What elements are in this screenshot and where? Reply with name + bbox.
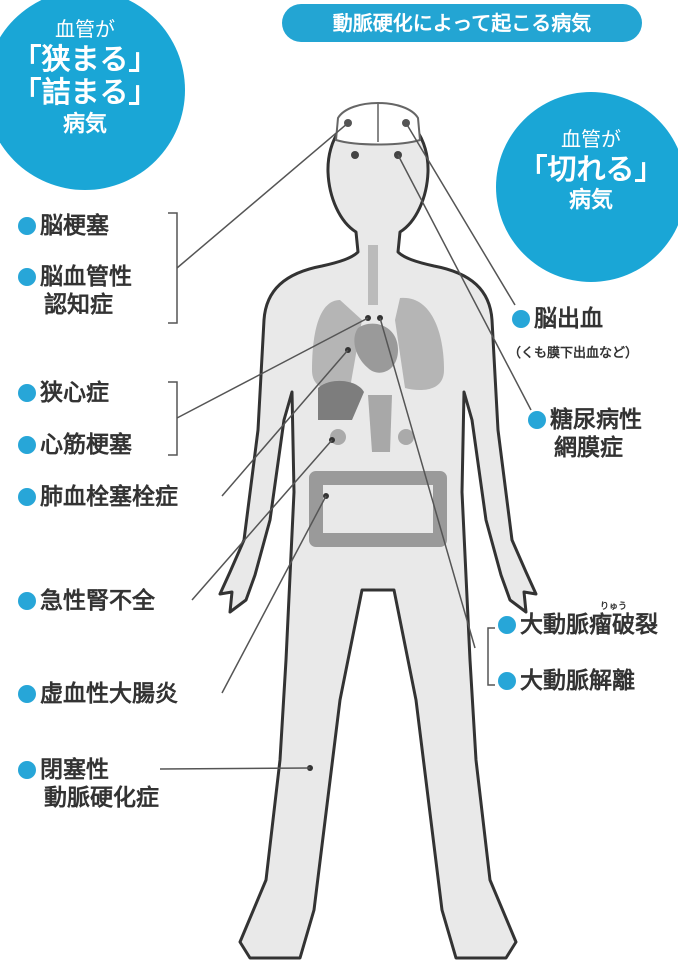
label-aortic-dissection: 大動脈解離 <box>498 668 635 696</box>
label-cerebral-infarction: 脳梗塞 <box>18 213 109 241</box>
circle-left-line4: 病気 <box>62 111 107 137</box>
brain-icon <box>334 102 422 146</box>
label-text-line2: 認知症 <box>44 291 113 318</box>
label-diabetic-retinopathy: 糖尿病性 網膜症 <box>528 407 642 462</box>
leader-lines <box>159 122 532 770</box>
label-text: 脳出血 <box>534 306 603 332</box>
circle-right-line3: 病気 <box>568 188 613 214</box>
label-text: 脳梗塞 <box>40 213 109 239</box>
label-acute-renal-failure: 急性腎不全 <box>18 588 155 616</box>
bullet-dot <box>18 761 36 779</box>
bullet-dot <box>18 217 36 235</box>
label-text-line2: 動脈硬化症 <box>44 784 159 811</box>
narrowing-blockage-circle: 血管が 「狭まる」 「詰まる」 病気 <box>0 0 185 190</box>
bullet-dot <box>18 268 36 286</box>
bullet-dot <box>498 616 516 634</box>
label-myocardial-infarction: 心筋梗塞 <box>18 432 132 460</box>
label-text: 大動脈解離 <box>520 668 635 694</box>
label-text-line2: 網膜症 <box>554 434 623 461</box>
label-text: 大動脈瘤破裂 <box>520 612 658 638</box>
label-pulmonary-embolism: 肺血栓塞栓症 <box>18 484 178 512</box>
label-text: 脳血管性 <box>40 264 132 290</box>
bullet-dot <box>498 672 516 690</box>
bullet-dot <box>512 310 530 328</box>
label-cerebral-hemorrhage: 脳出血 <box>512 306 603 334</box>
bullet-dot <box>18 384 36 402</box>
label-text: 狭心症 <box>40 380 109 406</box>
bullet-dot <box>528 411 546 429</box>
organs-icon <box>307 245 447 771</box>
bullet-dot <box>18 436 36 454</box>
label-vascular-dementia: 脳血管性 認知症 <box>18 264 132 319</box>
label-text: 糖尿病性 <box>550 407 642 433</box>
label-aortic-aneurysm-rupture: 大動脈瘤破裂 <box>498 612 678 640</box>
circle-right-line2: 「切れる」 <box>518 152 664 186</box>
label-text: 虚血性大腸炎 <box>40 681 178 707</box>
ruby-ryu: りゅう <box>600 602 628 612</box>
label-text: 肺血栓塞栓症 <box>40 484 178 510</box>
bullet-dot <box>18 685 36 703</box>
label-ischemic-colitis: 虚血性大腸炎 <box>18 681 178 709</box>
label-aso: 閉塞性 動脈硬化症 <box>18 757 159 812</box>
label-text: 閉塞性 <box>40 757 109 783</box>
title-banner: 動脈硬化によって起こる病気 <box>282 4 642 42</box>
bullet-dot <box>18 592 36 610</box>
label-cerebral-hemorrhage-note: （くも膜下出血など） <box>508 346 639 361</box>
label-angina: 狭心症 <box>18 380 109 408</box>
circle-right-line1: 血管が <box>561 127 621 151</box>
label-text: 心筋梗塞 <box>40 432 132 458</box>
rupture-circle: 血管が 「切れる」 病気 <box>496 92 678 282</box>
label-text: 急性腎不全 <box>40 588 155 614</box>
circle-left-line2: 「狭まる」 <box>12 42 158 76</box>
bullet-dot <box>18 488 36 506</box>
circle-left-line3: 「詰まる」 <box>12 75 158 110</box>
circle-left-line1: 血管が <box>55 17 115 41</box>
